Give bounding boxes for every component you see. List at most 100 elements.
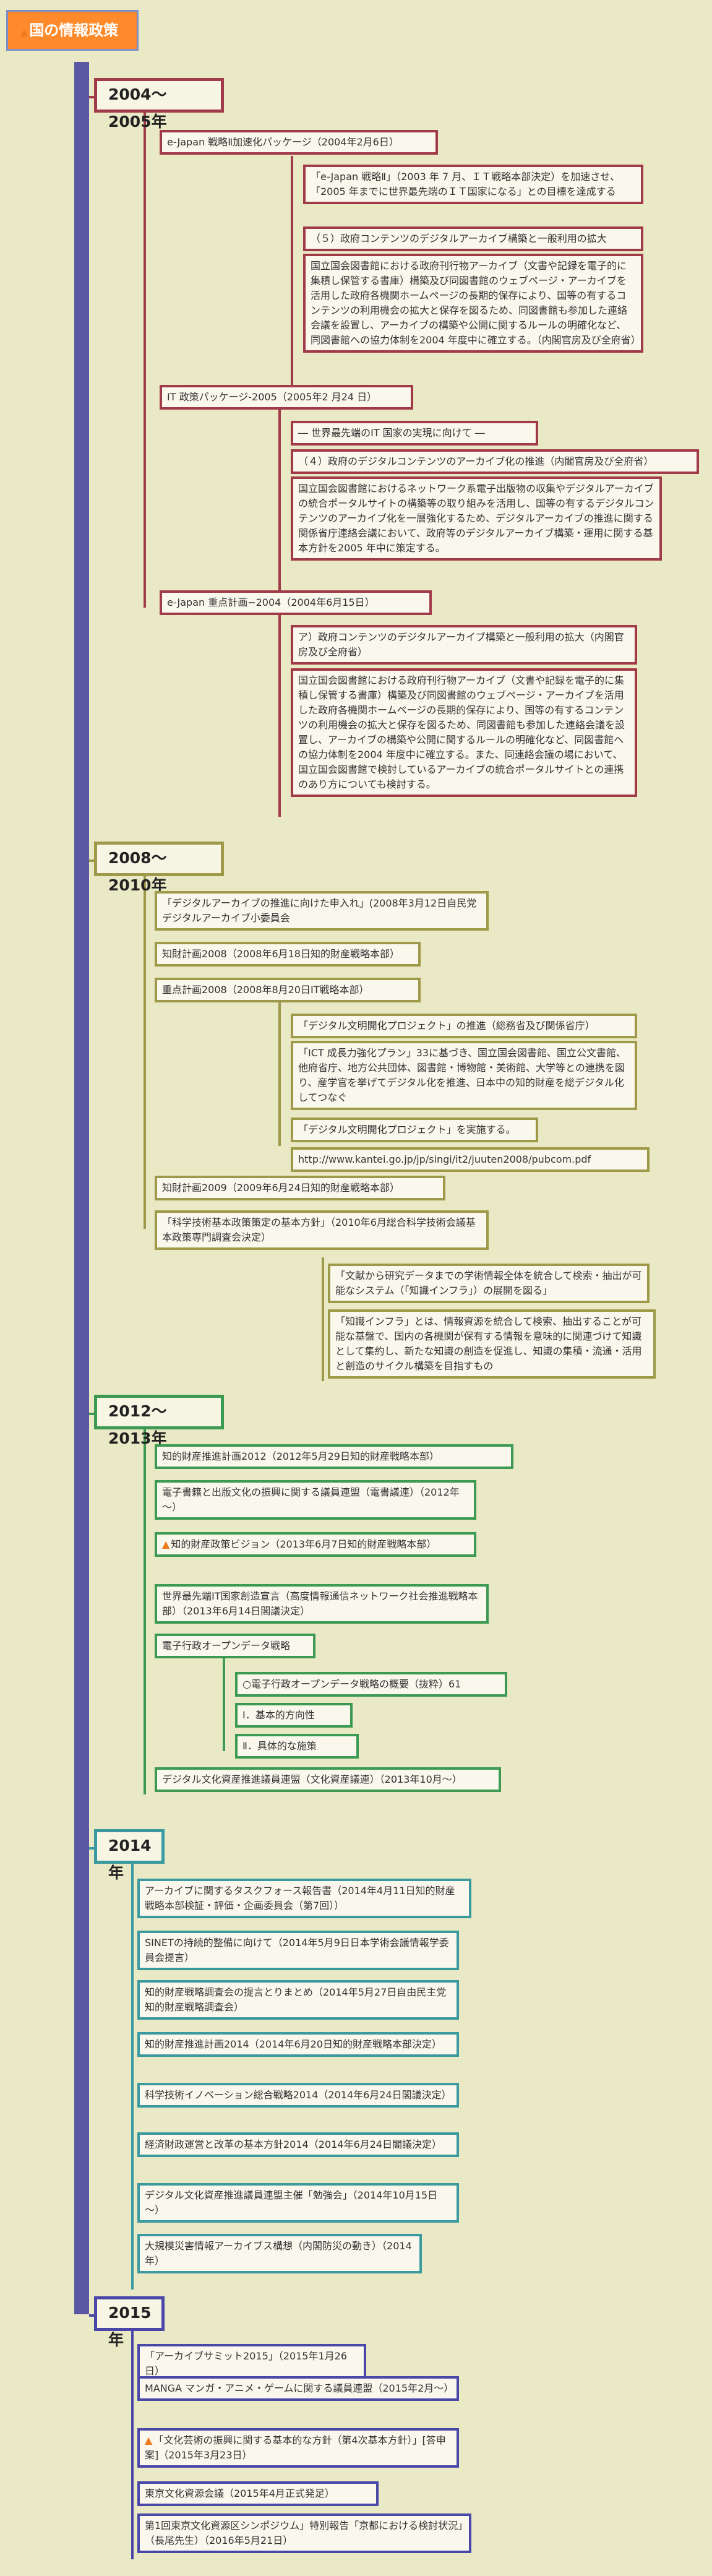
policy-node[interactable]: 科学技術イノベーション総合戦略2014（2014年6月24日閣議決定） <box>137 2083 459 2108</box>
policy-node[interactable]: 「文化芸術の振興に関する基本的な方針（第4次基本方針）」[答申案]（2015年3… <box>137 2428 459 2468</box>
section-2015[interactable]: 2015年 <box>94 2296 165 2349</box>
connector <box>144 876 146 1229</box>
node-label: 電子書籍と出版文化の振興に関する議員連盟（電書議連）（2012年～） <box>162 1486 460 1513</box>
connector <box>89 1847 97 1850</box>
policy-node[interactable]: （５）政府コンテンツのデジタルアーカイブ構築と一般利用の拡大 <box>303 226 643 251</box>
node-label: 知的財産政策ビジョン（2013年6月7日知的財産戦略本部） <box>171 1538 437 1550</box>
node-label: 国立国会図書館におけるネットワーク系電子出版物の収集やデジタルアーカイブの統合ポ… <box>298 483 654 554</box>
policy-node[interactable]: http://www.kantei.go.jp/jp/singi/it2/juu… <box>291 1147 650 1172</box>
policy-node[interactable]: ○電子行政オープンデータ戦略の概要（抜粋）61 <box>235 1672 507 1697</box>
policy-node[interactable]: MANGA マンガ・アニメ・ゲームに関する議員連盟（2015年2月～） <box>137 2376 459 2401</box>
node-label: MANGA マンガ・アニメ・ゲームに関する議員連盟（2015年2月～） <box>145 2382 454 2394</box>
node-label: 「知識インフラ」とは、情報資源を統合して検索、抽出することが可能な基盤で、国内の… <box>335 1316 642 1372</box>
section-2008-2010[interactable]: 2008～2010年 <box>94 842 224 894</box>
section-2014[interactable]: 2014年 <box>94 1829 165 1882</box>
node-label: 「科学技術基本政策策定の基本方針」（2010年6月総合科学技術会議基本政策専門調… <box>162 1217 476 1243</box>
node-label: Ⅱ．具体的な施策 <box>242 1740 317 1752</box>
section-2012-2013[interactable]: 2012～2013年 <box>94 1395 224 1447</box>
policy-node[interactable]: 「デジタルアーカイブの推進に向けた申入れ」(2008年3月12日自民党デジタルア… <box>155 891 489 931</box>
policy-node[interactable]: 知財計画2008（2008年6月18日知的財産戦略本部） <box>155 942 421 967</box>
node-label: 東京文化資源会議（2015年4月正式発足） <box>145 2488 335 2499</box>
node-label: ア）政府コンテンツのデジタルアーカイブ構築と一般利用の拡大（内閣官房及び全府省） <box>298 631 624 658</box>
policy-node[interactable]: 知財計画2009（2009年6月24日知的財産戦略本部） <box>155 1176 445 1200</box>
policy-node[interactable]: 東京文化資源会議（2015年4月正式発足） <box>137 2481 379 2506</box>
root-node[interactable]: 国の情報政策 <box>6 10 139 51</box>
node-label: 「デジタル文明開化プロジェクト」を実施する。 <box>298 1124 516 1135</box>
policy-node[interactable]: 「ICT 成長力強化プラン」33に基づき、国立国会図書館、国立公文書館、他府省庁… <box>291 1041 637 1110</box>
node-label: 「アーカイブサミット2015」（2015年1月26日） <box>145 2350 348 2377</box>
policy-node[interactable]: 「知識インフラ」とは、情報資源を統合して検索、抽出することが可能な基盤で、国内の… <box>328 1309 656 1379</box>
node-label: e-Japan 戦略Ⅱ加速化パッケージ（2004年2月6日） <box>167 136 399 148</box>
policy-node[interactable]: 「科学技術基本政策策定の基本方針」（2010年6月総合科学技術会議基本政策専門調… <box>155 1210 489 1250</box>
node-label: ― 世界最先端のIT 国家の実現に向けて ― <box>298 427 485 439</box>
policy-node[interactable]: 知的財産政策ビジョン（2013年6月7日知的財産戦略本部） <box>155 1532 476 1557</box>
node-label: 「e-Japan 戦略Ⅱ」（2003 年 7 月、ＩＴ戦略本部決定）を加速させ、… <box>311 171 620 197</box>
section-label: 2014年 <box>108 1837 152 1882</box>
node-label: 国立国会図書館における政府刊行物アーカイブ（文書や記録を電子的に集積し保管する書… <box>311 260 641 346</box>
connector <box>278 613 281 817</box>
policy-node[interactable]: e-Japan 重点計画−2004（2004年6月15日） <box>160 590 432 615</box>
policy-node[interactable]: e-Japan 戦略Ⅱ加速化パッケージ（2004年2月6日） <box>160 130 438 155</box>
node-label: 大規模災害情報アーカイブス構想（内閣防災の動き）（2014年） <box>145 2240 412 2267</box>
node-label: 「文献から研究データまでの学術情報全体を統合して検索・抽出が可能なシステム（「知… <box>335 1270 642 1296</box>
policy-node[interactable]: 国立国会図書館におけるネットワーク系電子出版物の収集やデジタルアーカイブの統合ポ… <box>291 476 662 561</box>
node-label: 知財計画2009（2009年6月24日知的財産戦略本部） <box>162 1182 400 1194</box>
connector <box>144 113 146 608</box>
policy-node[interactable]: SINETの持続的整備に向けて（2014年5月9日日本学術会議情報学委員会提言） <box>137 1931 459 1970</box>
policy-node[interactable]: 国立国会図書館における政府刊行物アーカイブ（文書や記録を電子的に集積し保管する書… <box>303 254 643 353</box>
policy-node[interactable]: 電子書籍と出版文化の振興に関する議員連盟（電書議連）（2012年～） <box>155 1480 476 1520</box>
connector <box>89 1413 97 1415</box>
policy-node[interactable]: 知的財産推進計画2014（2014年6月20日知的財産戦略本部決定） <box>137 2032 459 2057</box>
policy-node[interactable]: 第1回東京文化資源区シンポジウム」特別報告「京都における検討状況」（長尾先生）（… <box>137 2514 471 2553</box>
connector <box>89 2314 97 2317</box>
policy-node[interactable]: 知的財産推進計画2012（2012年5月29日知的財産戦略本部） <box>155 1444 513 1469</box>
policy-node[interactable]: ― 世界最先端のIT 国家の実現に向けて ― <box>291 421 538 446</box>
policy-node[interactable]: 経済財政運営と改革の基本方針2014（2014年6月24日閣議決定） <box>137 2132 459 2157</box>
connector <box>322 1257 324 1381</box>
node-label: ○電子行政オープンデータ戦略の概要（抜粋）61 <box>242 1678 461 1690</box>
node-label: 知的財産推進計画2014（2014年6月20日知的財産戦略本部決定） <box>145 2038 442 2050</box>
node-label: デジタル文化資産推進議員連盟主催「勉強会」（2014年10月15日～） <box>145 2189 438 2216</box>
policy-node[interactable]: 電子行政オープンデータ戦略 <box>155 1634 315 1658</box>
node-label: IT 政策パッケージ-2005（2005年2 月24 日） <box>167 391 377 403</box>
policy-node[interactable]: 「e-Japan 戦略Ⅱ」（2003 年 7 月、ＩＴ戦略本部決定）を加速させ、… <box>303 165 643 204</box>
node-label: 知的財産戦略調査会の提言とりまとめ（2014年5月27日自由民主党知的財産戦略調… <box>145 1986 447 2013</box>
policy-node[interactable]: 「デジタル文明開化プロジェクト」の推進（総務省及び関係省庁） <box>291 1014 637 1038</box>
policy-node[interactable]: 世界最先端IT国家創造宣言（高度情報通信ネットワーク社会推進戦略本部）（2013… <box>155 1584 489 1624</box>
policy-node[interactable]: 「デジタル文明開化プロジェクト」を実施する。 <box>291 1118 538 1142</box>
policy-node[interactable]: 「文献から研究データまでの学術情報全体を統合して検索・抽出が可能なシステム（「知… <box>328 1264 650 1303</box>
connector <box>89 96 97 98</box>
node-label: 「ICT 成長力強化プラン」33に基づき、国立国会図書館、国立公文書館、他府省庁… <box>298 1047 626 1103</box>
policy-node[interactable]: デジタル文化資産推進議員連盟主催「勉強会」（2014年10月15日～） <box>137 2183 459 2223</box>
node-label: （５）政府コンテンツのデジタルアーカイブ構築と一般利用の拡大 <box>311 233 607 244</box>
section-label: 2012～2013年 <box>108 1402 167 1447</box>
node-label: 知的財産推進計画2012（2012年5月29日知的財産戦略本部） <box>162 1450 439 1462</box>
node-label: 「文化芸術の振興に関する基本的な方針（第4次基本方針）」[答申案]（2015年3… <box>145 2434 446 2461</box>
policy-node[interactable]: デジタル文化資産推進議員連盟（文化資産議連）（2013年10月～） <box>155 1767 501 1792</box>
policy-node[interactable]: 重点計画2008（2008年8月20日IT戦略本部） <box>155 978 421 1002</box>
node-label: 第1回東京文化資源区シンポジウム」特別報告「京都における検討状況」（長尾先生）（… <box>145 2520 463 2546</box>
timeline-spine <box>74 62 89 2314</box>
connector <box>131 1864 134 2290</box>
node-label: 国立国会図書館における政府刊行物アーカイブ（文書や記録を電子的に集積し保管する書… <box>298 674 625 790</box>
section-2004-2005[interactable]: 2004～2005年 <box>94 78 224 131</box>
connector <box>89 859 97 862</box>
policy-node[interactable]: 大規模災害情報アーカイブス構想（内閣防災の動き）（2014年） <box>137 2234 422 2273</box>
connector <box>278 997 281 1146</box>
node-label: 「デジタル文明開化プロジェクト」の推進（総務省及び関係省庁） <box>298 1020 595 1032</box>
node-label: （４）政府のデジタルコンテンツのアーカイブ化の推進（内閣官房及び全府省） <box>298 455 654 467</box>
policy-node[interactable]: Ⅱ．具体的な施策 <box>235 1734 359 1759</box>
node-label: Ⅰ．基本的方向性 <box>242 1709 315 1721</box>
connector <box>291 156 293 403</box>
root-label: 国の情報政策 <box>29 22 119 39</box>
policy-node[interactable]: （４）政府のデジタルコンテンツのアーカイブ化の推進（内閣官房及び全府省） <box>291 449 699 474</box>
section-label: 2004～2005年 <box>108 85 167 131</box>
policy-node[interactable]: IT 政策パッケージ-2005（2005年2 月24 日） <box>160 385 413 410</box>
connector <box>223 1658 225 1751</box>
policy-node[interactable]: アーカイブに関するタスクフォース報告書（2014年4月11日知的財産戦略本部検証… <box>137 1879 471 1918</box>
policy-node[interactable]: ア）政府コンテンツのデジタルアーカイブ構築と一般利用の拡大（内閣官房及び全府省） <box>291 625 637 665</box>
node-label: 「デジタルアーカイブの推進に向けた申入れ」(2008年3月12日自民党デジタルア… <box>162 897 477 924</box>
policy-node[interactable]: Ⅰ．基本的方向性 <box>235 1703 353 1728</box>
policy-node[interactable]: 国立国会図書館における政府刊行物アーカイブ（文書や記録を電子的に集積し保管する書… <box>291 668 637 797</box>
policy-node[interactable]: 知的財産戦略調査会の提言とりまとめ（2014年5月27日自由民主党知的財産戦略調… <box>137 1980 459 2020</box>
